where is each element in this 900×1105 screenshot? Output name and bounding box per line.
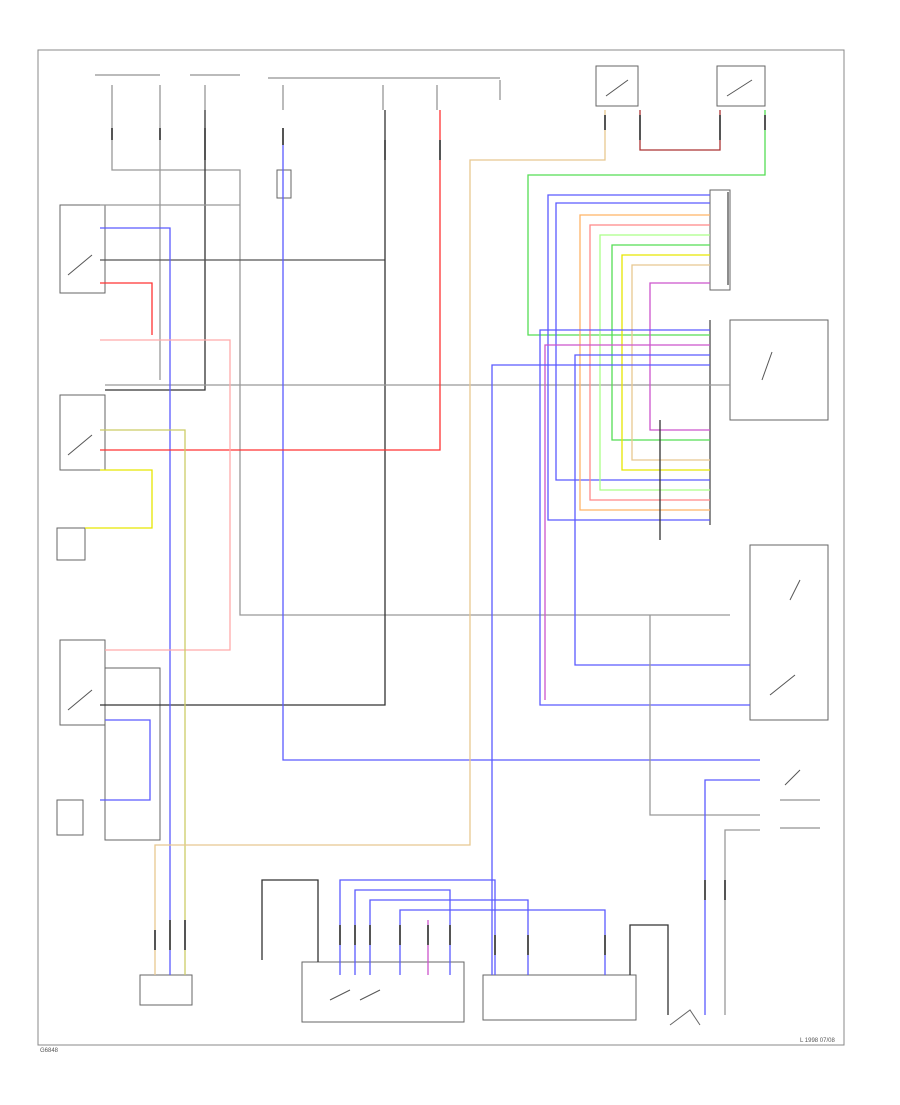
corner-label-left: G6848 [40,1048,59,1054]
relay-left-3 [59,639,106,726]
sensor-box-left [56,799,84,836]
connector-pins [111,115,766,955]
control-module-right [709,319,829,525]
fuse-box-small-left [56,527,86,561]
ecm-connector-right [482,974,637,1021]
corner-label-right: L 1998 07/08 [800,1038,835,1044]
bracket-box-left [104,667,161,841]
relay-left-2 [59,394,106,471]
switch-right-bottom [780,769,820,829]
relay-switch-1 [595,65,639,107]
relay-left-1 [59,204,106,294]
relay-switch-2 [716,65,766,107]
transmission-range-switch [301,961,465,1023]
ecm-connector-left [139,974,193,1006]
diode-component [276,169,292,199]
wire-group [85,110,766,1015]
relay-right-lower [749,544,829,721]
ground-switch-bottom [669,1009,701,1026]
connector-right-upper [709,189,731,291]
diagram-frame [37,49,845,1046]
fuse-block-top [95,74,501,110]
